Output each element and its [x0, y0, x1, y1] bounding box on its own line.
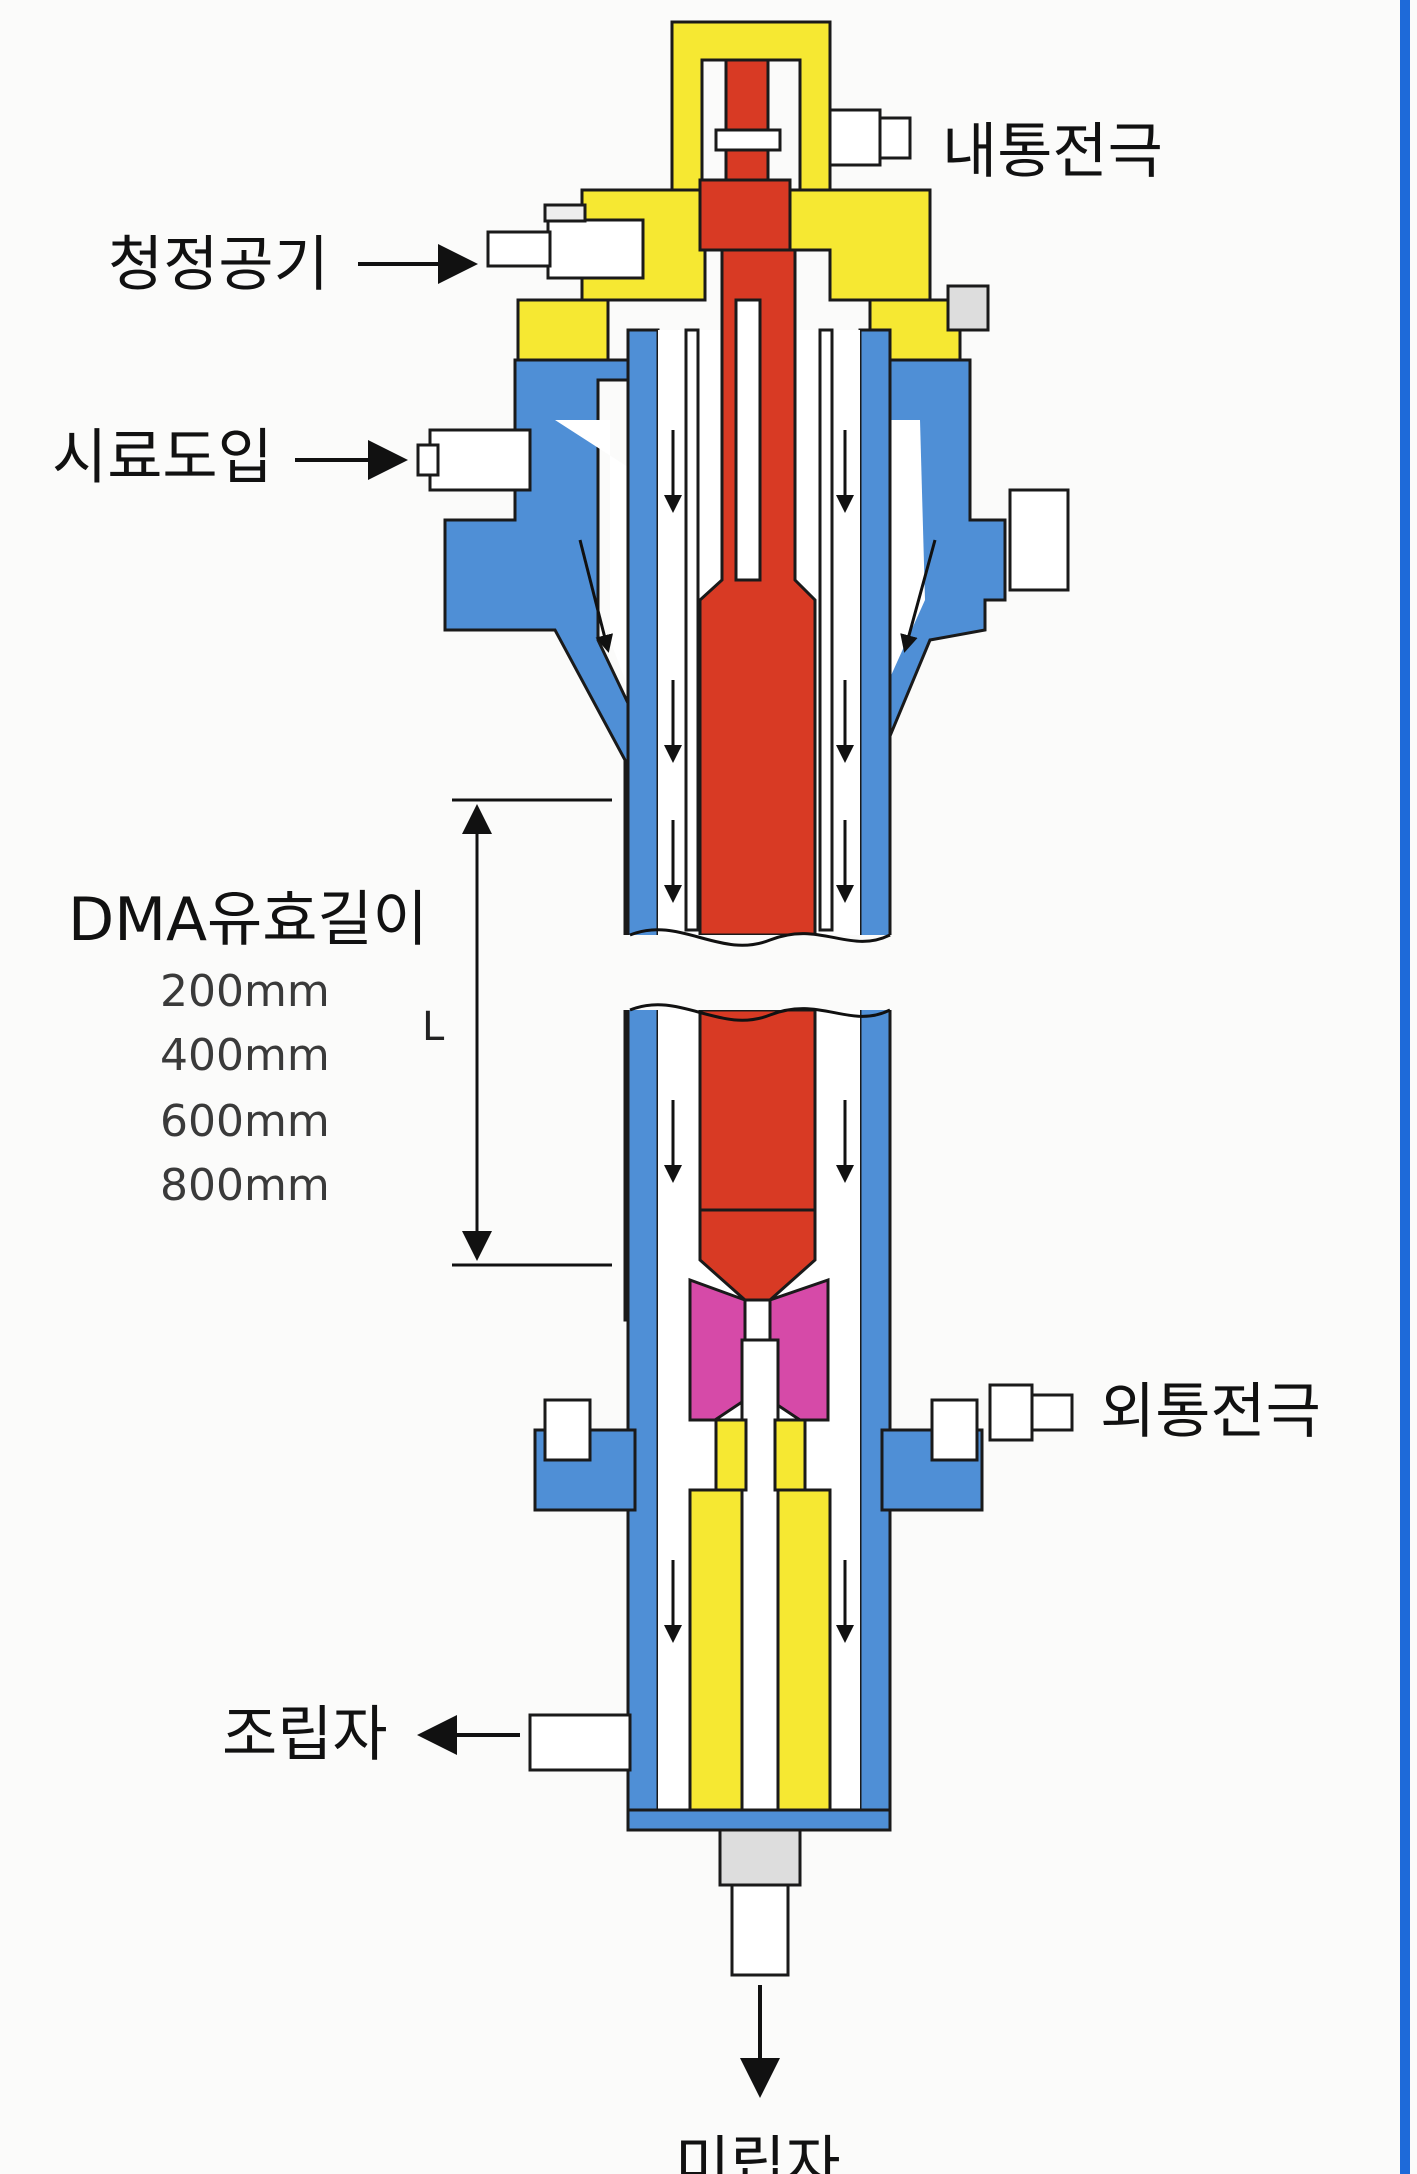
sample-inlet-fitting	[416, 428, 532, 492]
lower-flange	[533, 1383, 1074, 1512]
label-purge-air: 청정공기	[108, 230, 329, 300]
label-sample-inlet: 시료도입	[52, 423, 273, 493]
label-length-400: 400mm	[160, 1030, 330, 1081]
label-outer-electrode: 외통전극	[1100, 1377, 1321, 1447]
upper-bolt	[1008, 488, 1070, 592]
arrow-down-icon	[900, 539, 937, 653]
label-inner-electrode: 내통전극	[942, 117, 1163, 187]
transition-right	[768, 1277, 830, 1422]
label-fine-particles: 미립자	[675, 2130, 841, 2174]
outlet-fitting	[528, 1713, 632, 1772]
label-length-200: 200mm	[160, 966, 330, 1017]
inner-electrode-rod	[698, 58, 817, 1302]
break-gap	[620, 928, 900, 1022]
label-length-600: 600mm	[160, 1096, 330, 1147]
arrow-down-icon	[578, 539, 614, 653]
top-cap	[516, 20, 990, 362]
lower-body	[626, 1338, 892, 1977]
label-length-symbol: L	[422, 1004, 445, 1050]
purge-air-fitting	[486, 203, 645, 280]
label-classified-particles: 조립자	[222, 1700, 388, 1770]
transition-left	[688, 1277, 747, 1422]
label-dma-length-title: DMA유효길이	[68, 885, 428, 955]
page-frame-line	[1400, 0, 1410, 2174]
flow-arrows	[578, 430, 937, 1643]
length-dimension: L	[422, 798, 612, 1267]
label-length-800: 800mm	[160, 1160, 330, 1211]
